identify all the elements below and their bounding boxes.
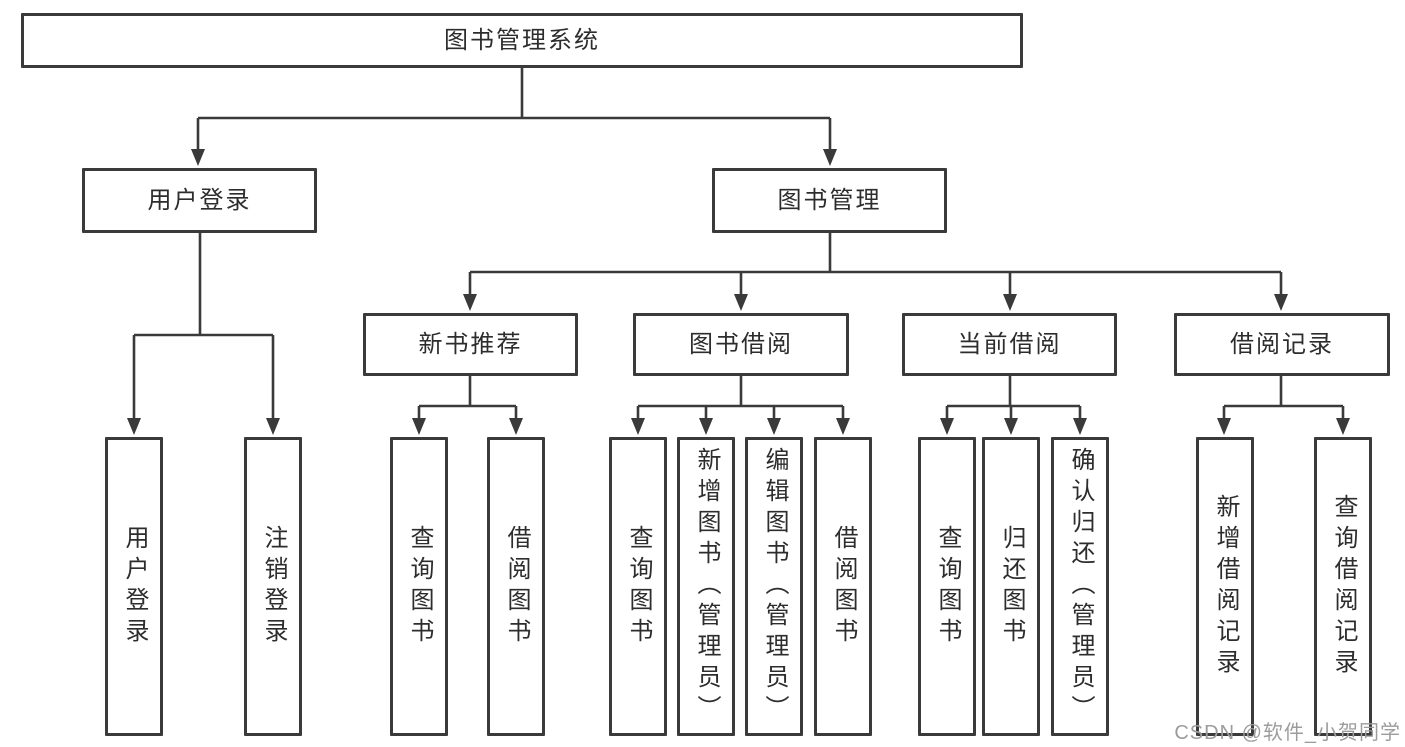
leaf-logout-login: 注销登录 [244, 437, 302, 736]
leaf-return-books-label: 归还图书 [998, 524, 1025, 649]
node-root-label: 图书管理系统 [444, 26, 600, 54]
leaf-edit-book-admin: 编辑图书（管理员） [745, 437, 803, 736]
leaf-add-book-admin: 新增图书（管理员） [677, 437, 735, 736]
leaf-confirm-return-admin: 确认归还（管理员） [1051, 437, 1109, 736]
node-new-book-recommend-label: 新书推荐 [418, 330, 523, 358]
leaf-add-borrow-record-label: 新增借阅记录 [1212, 493, 1239, 680]
leaf-query-books-current: 查询图书 [918, 437, 976, 736]
node-book-management-label: 图书管理 [777, 186, 882, 214]
node-new-book-recommend: 新书推荐 [363, 313, 578, 376]
leaf-confirm-return-admin-label: 确认归还（管理员） [1067, 447, 1094, 726]
node-user-login: 用户登录 [82, 168, 317, 233]
node-book-borrowing: 图书借阅 [633, 313, 849, 376]
csdn-watermark: CSDN @软件_小贺同学 [1174, 722, 1401, 744]
leaf-borrow-books-recommend: 借阅图书 [487, 437, 545, 736]
node-borrowing-records: 借阅记录 [1174, 313, 1390, 376]
leaf-query-books-recommend: 查询图书 [390, 437, 448, 736]
leaf-query-books-borrowing: 查询图书 [609, 437, 667, 736]
leaf-query-borrow-record-label: 查询借阅记录 [1330, 493, 1357, 680]
leaf-return-books: 归还图书 [982, 437, 1040, 736]
leaf-borrow-books-borrowing: 借阅图书 [814, 437, 872, 736]
leaf-query-borrow-record: 查询借阅记录 [1314, 437, 1372, 736]
leaf-user-login: 用户登录 [105, 437, 163, 736]
node-current-borrowing: 当前借阅 [902, 313, 1117, 376]
node-root: 图书管理系统 [21, 13, 1023, 68]
leaf-borrow-books-recommend-label: 借阅图书 [503, 524, 530, 649]
node-borrowing-records-label: 借阅记录 [1230, 330, 1334, 358]
node-user-login-label: 用户登录 [147, 186, 252, 214]
tree-edges [132, 68, 1345, 420]
leaf-add-book-admin-label: 新增图书（管理员） [693, 447, 720, 726]
leaf-borrow-books-borrowing-label: 借阅图书 [830, 524, 857, 649]
node-book-borrowing-label: 图书借阅 [689, 330, 793, 358]
leaf-edit-book-admin-label: 编辑图书（管理员） [761, 447, 788, 726]
leaf-query-books-borrowing-label: 查询图书 [625, 524, 652, 649]
node-book-management: 图书管理 [712, 168, 947, 233]
leaf-query-books-recommend-label: 查询图书 [406, 524, 433, 649]
leaf-logout-login-label: 注销登录 [260, 524, 287, 649]
leaf-query-books-current-label: 查询图书 [934, 524, 961, 649]
leaf-add-borrow-record: 新增借阅记录 [1196, 437, 1254, 736]
leaf-user-login-label: 用户登录 [121, 524, 148, 649]
node-current-borrowing-label: 当前借阅 [957, 330, 1062, 358]
